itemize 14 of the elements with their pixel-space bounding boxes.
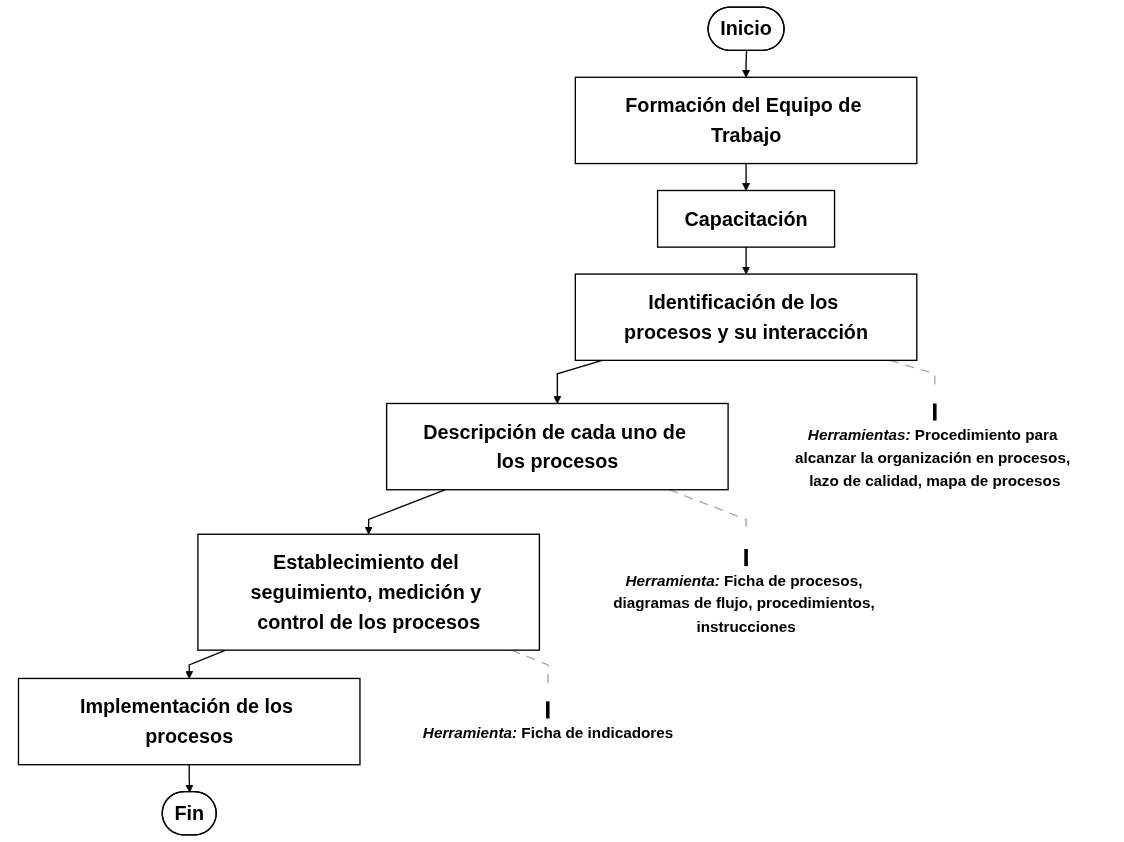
node-text: Herramienta: Ficha de indicadores [422,724,674,742]
node-box [385,402,729,491]
node-box [197,533,541,651]
node-box [574,76,918,165]
arrow [185,764,194,793]
arrow [742,50,750,78]
node-text: Herramientas: Procedimiento para alcanzar la organización en procesos, lazo de calidad, mapa de procesos [795,426,1071,490]
node-box [656,189,836,248]
arrow [742,162,750,191]
arrow [742,246,750,275]
arrow [364,489,447,535]
node-text: Herramienta: Ficha de procesos, diagramas de flujo, procedimientos, instrucciones [613,571,875,635]
node-box [574,273,918,361]
node-box [17,677,361,766]
